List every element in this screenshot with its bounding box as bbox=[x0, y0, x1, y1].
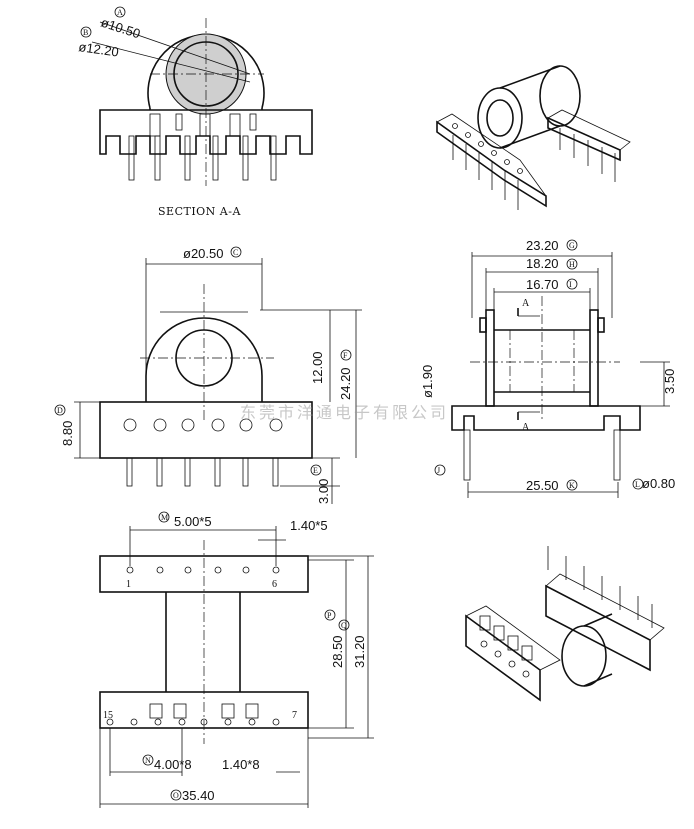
tag-l: L bbox=[635, 480, 640, 489]
section-a-a-view: ø10.50 A ø12.20 B SECTION A-A bbox=[78, 6, 313, 218]
pin-label-15: 15 bbox=[103, 710, 113, 721]
pin-label-1: 1 bbox=[126, 579, 131, 590]
dim-a-text: ø10.50 bbox=[99, 15, 142, 42]
watermark-text: 东莞市洋通电子有限公司 bbox=[240, 403, 449, 422]
dim-e-text: 24.20 bbox=[338, 367, 353, 400]
section-caption: SECTION A-A bbox=[158, 205, 241, 218]
tag-j: J bbox=[437, 466, 440, 475]
tag-i: I bbox=[569, 280, 572, 289]
tag-g: G bbox=[569, 241, 575, 250]
dim-f-text: 12.00 bbox=[310, 351, 325, 384]
dim-i-text: 16.70 bbox=[526, 277, 559, 292]
pin-label-7: 7 bbox=[292, 710, 297, 721]
isometric-view-top bbox=[436, 65, 631, 210]
tag-q: Q bbox=[341, 621, 347, 630]
dim-n-text: 4.00*8 bbox=[154, 757, 192, 772]
tag-b: B bbox=[83, 28, 88, 37]
dim-c-text: ø20.50 bbox=[183, 246, 223, 261]
dim-m-text: 5.00*5 bbox=[174, 514, 212, 529]
dim-k-text: 25.50 bbox=[526, 478, 559, 493]
tag-c: C bbox=[233, 248, 238, 257]
dim-350-text: 3.50 bbox=[662, 369, 677, 394]
dim-b-text: ø12.20 bbox=[78, 39, 120, 59]
tag-p: P bbox=[327, 611, 332, 620]
tag-f: F bbox=[343, 351, 348, 360]
tag-k: K bbox=[569, 481, 575, 490]
tag-n: N bbox=[145, 756, 151, 765]
front-view: ø20.50 C 12.00 24.20 F 8.80 D 3.00 E bbox=[54, 246, 362, 504]
dim-e2-text: 3.00 bbox=[316, 479, 331, 504]
tag-o: O bbox=[173, 791, 179, 800]
tag-h: H bbox=[569, 260, 575, 269]
dim-h-text: 18.20 bbox=[526, 256, 559, 271]
dim-g-text: 23.20 bbox=[526, 238, 559, 253]
dim-l-text: ø0.80 bbox=[642, 476, 675, 491]
isometric-view-bottom bbox=[465, 546, 665, 702]
dim-o-text: 35.40 bbox=[182, 788, 215, 803]
tag-m: M bbox=[161, 513, 168, 522]
dim-q-text: 31.20 bbox=[352, 635, 367, 668]
tag-a: A bbox=[117, 8, 123, 17]
section-marker-bottom: A bbox=[522, 422, 530, 433]
section-marker-top: A bbox=[522, 298, 530, 309]
dim-190-text: ø1.90 bbox=[420, 365, 435, 398]
pin-label-6: 6 bbox=[272, 579, 277, 590]
dim-p-text: 28.50 bbox=[330, 635, 345, 668]
dim-140x8-text: 1.40*8 bbox=[222, 757, 260, 772]
dim-d-text: 8.80 bbox=[60, 421, 75, 446]
tag-d: D bbox=[57, 406, 63, 415]
tag-e2: E bbox=[313, 466, 318, 475]
side-view: A A 23.20 G 18.20 H 16.70 I ø1.90 3.50 2… bbox=[420, 238, 677, 498]
dim-140x5-text: 1.40*5 bbox=[290, 518, 328, 533]
bottom-view: 1 6 15 7 5.00*5 M 1.40*5 28.50 P 31.20 Q… bbox=[99, 511, 374, 808]
